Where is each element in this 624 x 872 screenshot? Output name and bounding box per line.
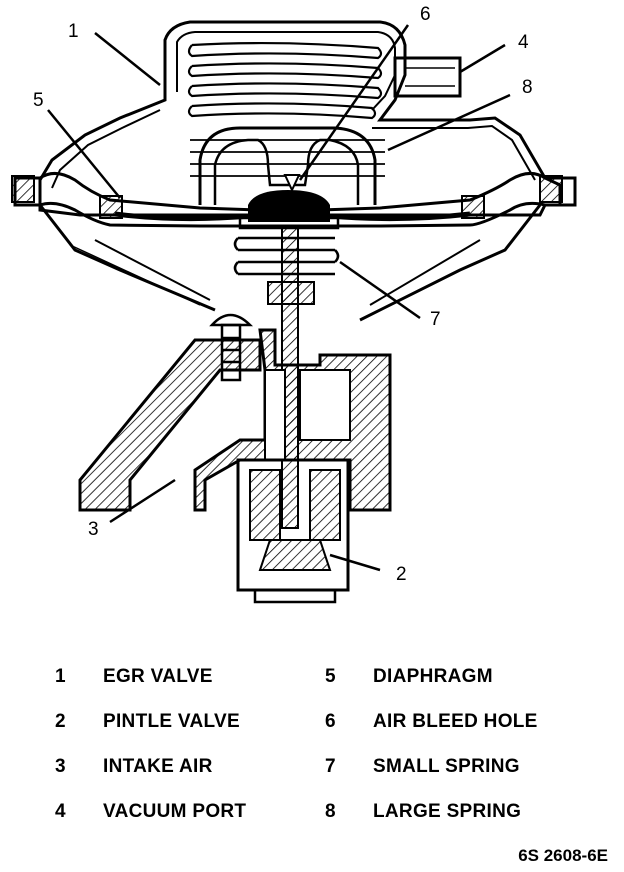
vacuum-port: [393, 56, 462, 98]
legend-label: PINTLE VALVE: [103, 711, 240, 732]
legend-number: 2: [55, 711, 66, 732]
base-block: [78, 328, 392, 512]
air-bleed-hole: [283, 174, 301, 193]
diaphragm-center-disc: [238, 190, 340, 230]
legend-number: 1: [55, 666, 66, 687]
leader-lines: [47, 24, 511, 572]
callout-1: 1: [68, 21, 79, 42]
callout-7: 7: [430, 309, 441, 330]
legend-label: SMALL SPRING: [373, 756, 520, 777]
legend-label: DIAPHRAGM: [373, 666, 493, 687]
callout-2: 2: [396, 564, 407, 585]
callout-3: 3: [88, 519, 99, 540]
legend-number: 3: [55, 756, 66, 777]
callout-8: 8: [522, 77, 533, 98]
legend-label: VACUUM PORT: [103, 801, 247, 822]
callout-6: 6: [420, 4, 431, 25]
legend-label: EGR VALVE: [103, 666, 213, 687]
legend-number: 4: [55, 801, 66, 822]
large-spring: [187, 41, 385, 177]
figure-id: 6S 2608-6E: [518, 846, 608, 865]
legend-label: INTAKE AIR: [103, 756, 213, 777]
inner-dome: [198, 126, 377, 205]
legend-number: 6: [325, 711, 336, 732]
legend-label: AIR BLEED HOLE: [373, 711, 538, 732]
legend-number: 7: [325, 756, 336, 777]
callout-4: 4: [518, 32, 529, 53]
legend: 1 EGR VALVE 2 PINTLE VALVE 3 INTAKE AIR …: [0, 650, 624, 830]
lower-housing: [38, 204, 542, 322]
legend-number: 5: [325, 666, 336, 687]
legend-label: LARGE SPRING: [373, 801, 522, 822]
egr-valve-diagram: 1 6 4 8 5 7 3 2: [11, 4, 577, 604]
pintle-valve: [236, 458, 350, 604]
legend-number: 8: [325, 801, 336, 822]
callout-5: 5: [33, 90, 44, 111]
